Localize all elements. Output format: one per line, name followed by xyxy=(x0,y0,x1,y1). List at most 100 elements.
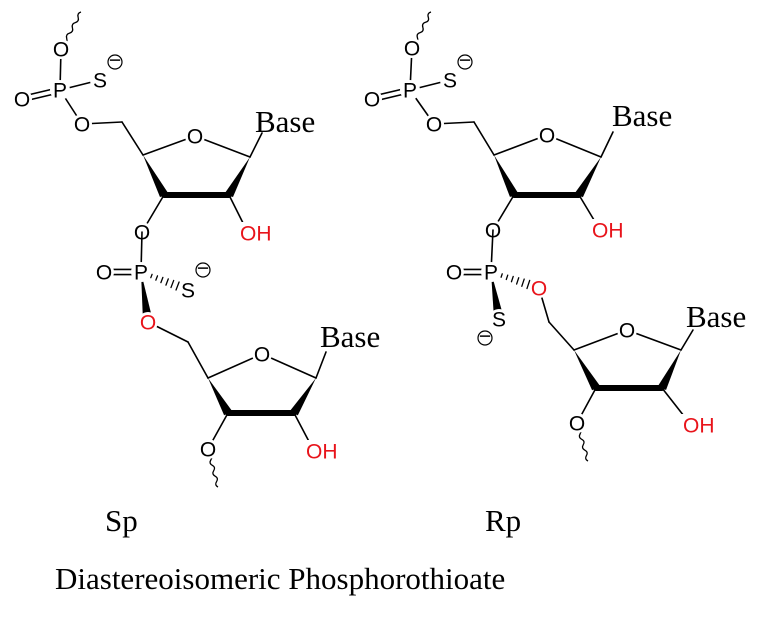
base-label: Base xyxy=(255,104,315,139)
text: O xyxy=(426,114,442,137)
text: P xyxy=(484,262,498,285)
text: O xyxy=(364,89,380,112)
text: S xyxy=(443,70,457,93)
negative-charge-icon xyxy=(195,262,211,278)
hashed-bond xyxy=(150,273,153,279)
hashed-bond xyxy=(160,276,164,284)
hashed-bond xyxy=(526,279,531,290)
wedge-bond xyxy=(141,272,153,323)
wedge-bond xyxy=(657,350,681,391)
text: P xyxy=(53,80,67,103)
atom-mask xyxy=(590,219,630,241)
atom-mask xyxy=(489,309,509,329)
atom-mask xyxy=(402,38,422,58)
text: O xyxy=(404,38,420,61)
bond xyxy=(187,341,209,379)
wedge-bond xyxy=(575,157,601,198)
wedge-bond xyxy=(208,378,232,416)
negative-charge-label: − xyxy=(197,257,209,280)
bond xyxy=(249,132,263,158)
negative-charge-label: − xyxy=(479,325,491,348)
atom-mask xyxy=(481,262,501,282)
wedge-bond xyxy=(574,350,600,391)
text: S xyxy=(492,309,506,332)
hashed-bond xyxy=(175,281,180,291)
atom-mask xyxy=(252,344,272,364)
atom-mask xyxy=(537,125,557,145)
negative-charge-icon xyxy=(477,330,493,346)
text: O xyxy=(74,114,90,137)
atom-mask xyxy=(185,126,205,146)
hashed-bond xyxy=(500,273,503,278)
molecules: BaseOOHOBaseOOHOOPSOOPOSOO−−BaseOOHOBase… xyxy=(12,11,746,488)
bond xyxy=(548,321,575,351)
atom-mask xyxy=(238,222,278,244)
atom-mask xyxy=(51,39,71,59)
text: P xyxy=(134,262,148,285)
text: S xyxy=(181,280,195,303)
bond xyxy=(600,131,614,158)
atom-mask xyxy=(12,89,32,109)
hashed-bond xyxy=(521,278,525,287)
hydroxyl-label: OH xyxy=(240,223,272,246)
atom-mask xyxy=(90,70,110,90)
bridging-oxygen: O xyxy=(140,312,156,335)
text: O xyxy=(619,320,635,343)
sp-label: Sp xyxy=(105,503,138,538)
atom-mask xyxy=(567,413,587,433)
wedge-bond xyxy=(290,378,316,416)
text: O xyxy=(569,413,585,436)
hydroxyl-label: OH xyxy=(592,220,624,243)
base-label: Base xyxy=(686,299,746,334)
text: O xyxy=(539,125,555,148)
hashed-bond xyxy=(510,275,514,283)
text: O xyxy=(53,39,69,62)
atom-mask xyxy=(138,312,158,332)
bridging-oxygen: O xyxy=(531,278,547,301)
text: O xyxy=(200,439,216,462)
text: O xyxy=(446,262,462,285)
atom-mask xyxy=(400,80,420,100)
hashed-bond xyxy=(155,275,159,281)
negative-charge-icon xyxy=(457,54,473,70)
atom-mask xyxy=(304,440,344,462)
rp-label: Rp xyxy=(485,503,521,538)
atom-mask xyxy=(362,89,382,109)
bond xyxy=(315,351,327,379)
atom-mask xyxy=(529,278,549,298)
atom-mask xyxy=(131,262,151,282)
atom-mask xyxy=(178,280,198,300)
text: O xyxy=(14,89,30,112)
text: O xyxy=(254,344,270,367)
hashed-bond xyxy=(515,277,520,285)
base-label: Base xyxy=(320,319,380,354)
hydroxyl-label: OH xyxy=(306,441,338,464)
atom-mask xyxy=(681,414,721,436)
hashed-bond xyxy=(165,278,169,286)
text: S xyxy=(93,70,107,93)
diagram-title: Diastereoisomeric Phosphorothioate xyxy=(55,561,505,596)
atom-mask xyxy=(440,70,460,90)
atom-mask xyxy=(72,114,92,134)
atom-mask xyxy=(50,80,70,100)
wedge-bond xyxy=(494,155,519,198)
text: O xyxy=(96,262,112,285)
text: O xyxy=(187,126,203,149)
negative-charge-label: − xyxy=(459,49,471,72)
atom-mask xyxy=(94,262,114,282)
atom-mask xyxy=(444,262,464,282)
wedge-bond xyxy=(491,272,504,320)
base-label: Base xyxy=(612,98,672,133)
wedge-bond xyxy=(225,157,250,198)
negative-charge-icon xyxy=(107,54,123,70)
bond xyxy=(121,121,144,156)
wedge-bond xyxy=(143,155,168,198)
bond xyxy=(473,121,495,156)
bond xyxy=(680,329,694,351)
atom-mask xyxy=(617,320,637,340)
text: P xyxy=(403,80,417,103)
negative-charge-label: − xyxy=(109,49,121,72)
atom-mask xyxy=(198,439,218,459)
hashed-bond xyxy=(170,279,175,289)
